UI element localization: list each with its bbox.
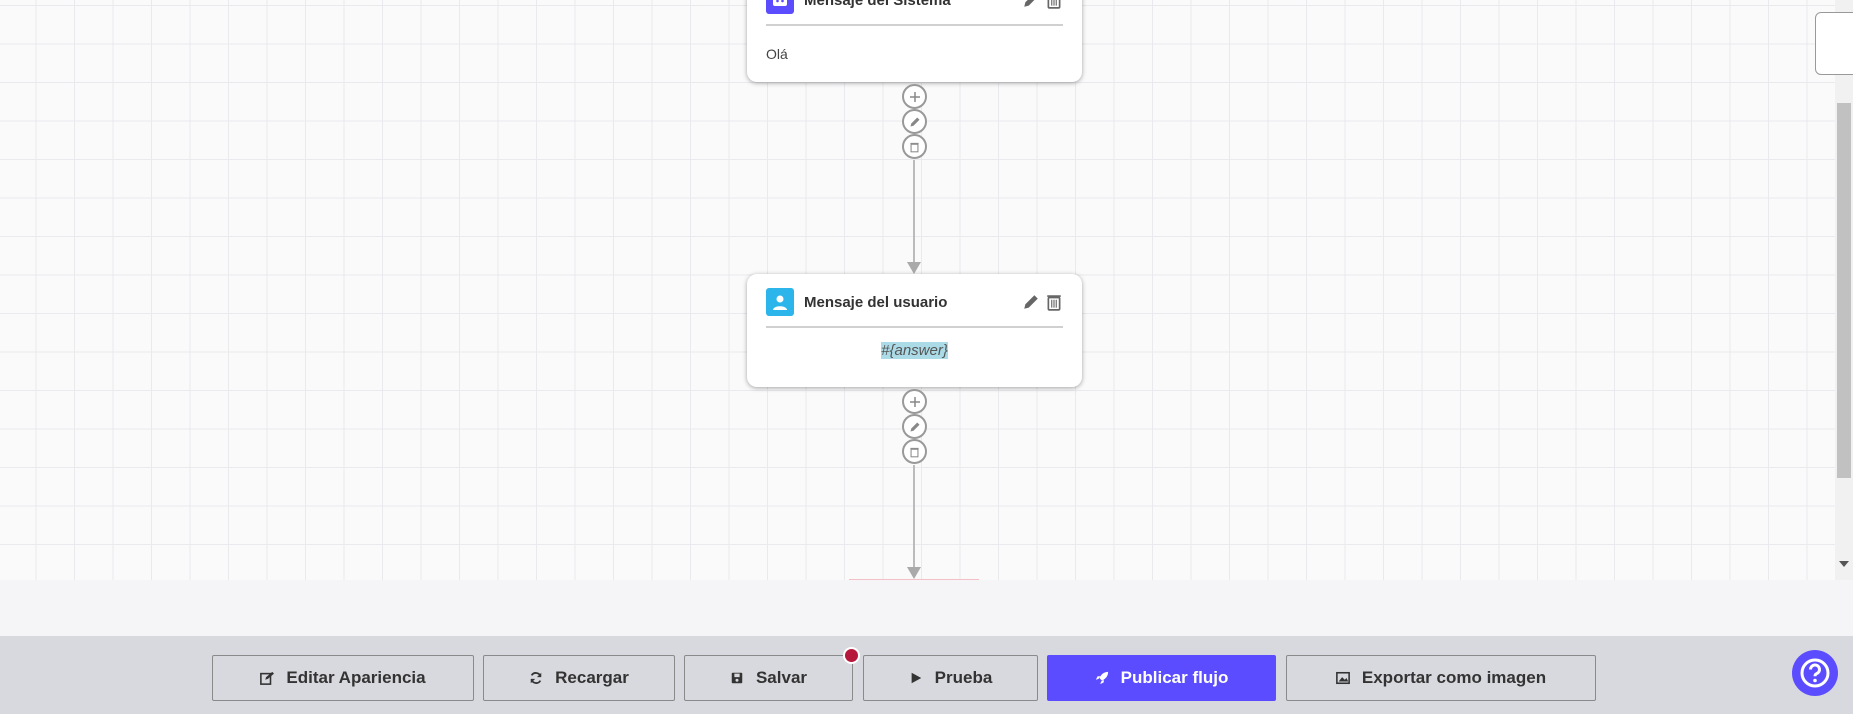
- add-node-button[interactable]: [902, 389, 927, 414]
- node-title: Mensaje del Sistema: [804, 0, 951, 9]
- question-circle-icon: [1800, 658, 1830, 688]
- delete-connection-button[interactable]: [902, 439, 927, 464]
- test-button[interactable]: Prueba: [863, 655, 1038, 701]
- refresh-icon: [530, 672, 542, 684]
- floppy-disk-icon: [731, 672, 743, 684]
- trash-icon[interactable]: [1045, 293, 1063, 311]
- export-image-button[interactable]: Exportar como imagen: [1286, 655, 1596, 701]
- help-button[interactable]: [1792, 650, 1838, 696]
- reload-button[interactable]: Recargar: [483, 655, 675, 701]
- connector-line: [913, 465, 915, 570]
- edit-connection-button[interactable]: [902, 109, 927, 134]
- edit-square-icon: [260, 671, 275, 685]
- save-button[interactable]: Salvar: [684, 655, 853, 701]
- publish-flow-button[interactable]: Publicar flujo: [1047, 655, 1276, 701]
- play-icon: [911, 672, 921, 684]
- node-title: Mensaje del usuario: [804, 293, 948, 311]
- edit-icon[interactable]: [1022, 0, 1040, 9]
- user-icon: [766, 288, 794, 316]
- minimap-panel[interactable]: [1815, 12, 1853, 75]
- node-content-variable: #{answer}: [881, 342, 948, 359]
- connector-arrow: [907, 262, 921, 274]
- connector-arrow: [907, 567, 921, 579]
- trash-icon[interactable]: [1045, 0, 1063, 9]
- delete-connection-button[interactable]: [902, 134, 927, 159]
- rocket-icon: [1095, 671, 1108, 685]
- node-system-message[interactable]: Mensaje del Sistema Olá: [747, 0, 1082, 82]
- robot-icon: [766, 0, 794, 14]
- scrollbar-thumb[interactable]: [1837, 103, 1851, 478]
- node-user-message[interactable]: Mensaje del usuario #{answer}: [747, 274, 1082, 387]
- add-node-button[interactable]: [902, 84, 927, 109]
- image-icon: [1335, 671, 1350, 685]
- edit-connection-button[interactable]: [902, 414, 927, 439]
- scroll-down-arrow[interactable]: [1839, 561, 1849, 567]
- edit-appearance-button[interactable]: Editar Apariencia: [212, 655, 474, 701]
- next-node-edge: [849, 579, 979, 580]
- unsaved-changes-indicator: [843, 647, 860, 664]
- node-content: Olá: [766, 46, 788, 62]
- connector-line: [913, 160, 915, 265]
- edit-icon[interactable]: [1022, 293, 1040, 311]
